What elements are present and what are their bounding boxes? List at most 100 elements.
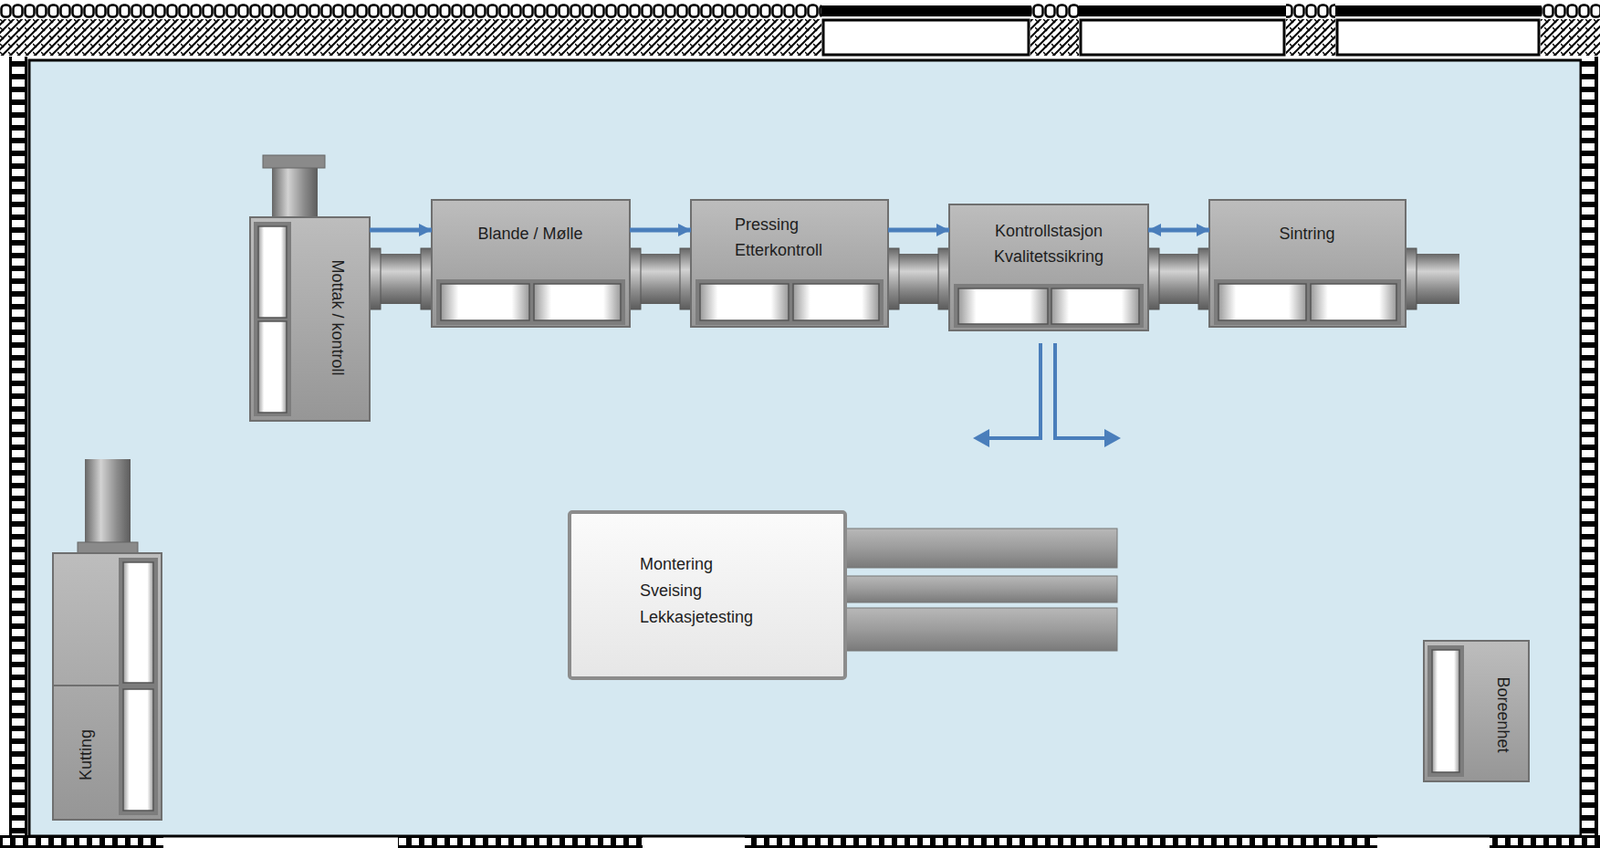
machine-label: Montering Sveising Lekkasjetesting (639, 551, 753, 630)
machine-box: Kontrollstasjon Kvalitetssikring (949, 204, 1149, 331)
window (821, 5, 1031, 17)
flange (679, 248, 691, 310)
flange (629, 248, 641, 310)
panel (123, 562, 154, 683)
machine-body (569, 512, 846, 679)
machine-label: Kontrollstasjon Kvalitetssikring (993, 219, 1104, 271)
machine-label-group: Blande / Mølle (477, 221, 583, 248)
machine-label-group: Boreenhet (1489, 676, 1516, 753)
panel (258, 321, 287, 413)
assembly-bench (845, 607, 1118, 651)
flow-split (1055, 343, 1107, 439)
machine-box: Sintring (1209, 199, 1406, 327)
machine-body (690, 199, 889, 327)
machine-label-group: Pressing Etterkontroll (734, 212, 823, 264)
machine-label-group: Mottak / kontroll (324, 259, 350, 376)
machine-label-group: Sintring (1278, 221, 1335, 248)
panel-frame (253, 221, 292, 417)
panel (793, 283, 879, 321)
machine-label: Kutting (73, 729, 100, 781)
arrow-head (972, 428, 990, 448)
wall (1030, 19, 1079, 56)
flange (1405, 248, 1417, 310)
flow-split (987, 343, 1041, 439)
window (1337, 20, 1539, 55)
flow-arrow (369, 228, 432, 233)
machine-body (1209, 199, 1406, 327)
wall (1489, 835, 1600, 848)
flow-arrow (629, 228, 691, 233)
panel (1051, 288, 1140, 325)
assembly-bench (845, 575, 1118, 603)
machine-box: Blande / Mølle (431, 199, 630, 327)
machine-label: Blande / Mølle (477, 221, 583, 248)
wall (397, 835, 643, 848)
machine-body (250, 217, 370, 421)
panel (1310, 283, 1397, 321)
flange (369, 248, 381, 310)
wall (744, 835, 1378, 848)
panel-frame (1427, 645, 1465, 777)
flange (1198, 248, 1210, 310)
machine-label-group: Kontrollstasjon Kvalitetssikring (993, 219, 1104, 271)
panel (258, 226, 287, 318)
wall (1286, 19, 1336, 56)
wall (0, 19, 822, 56)
window (1078, 5, 1287, 17)
hopper (262, 155, 325, 168)
machine-box: Kutting (52, 553, 162, 820)
machine-body (431, 199, 630, 327)
wall (1540, 3, 1600, 19)
machine-label: Sintring (1278, 221, 1335, 248)
panel-frame (953, 283, 1144, 328)
wall (0, 835, 164, 848)
wall (0, 3, 822, 19)
wall (1030, 3, 1079, 19)
panel-frame (118, 557, 158, 816)
machine-box: Montering Sveising Lekkasjetesting (569, 512, 846, 679)
machine-body (52, 553, 162, 820)
panel (533, 283, 621, 321)
machine-label: Mottak / kontroll (324, 259, 350, 376)
wall (1540, 19, 1600, 56)
hopper (271, 166, 318, 220)
panel-frame (695, 279, 884, 325)
wall (9, 56, 28, 836)
panel (1218, 283, 1307, 321)
window (823, 20, 1029, 55)
flow-arrow (888, 228, 950, 233)
flange (938, 248, 950, 310)
window (1335, 5, 1541, 17)
arrow-head (1104, 428, 1121, 448)
flange (888, 248, 900, 310)
wall (1286, 3, 1336, 19)
panel-frame (436, 279, 626, 325)
flange (1148, 248, 1160, 310)
machine-body (949, 204, 1149, 331)
panel-frame (1213, 279, 1402, 325)
panel (1432, 649, 1460, 773)
panel (958, 288, 1048, 325)
machine-box: Pressing Etterkontroll (690, 199, 889, 327)
wall (1581, 56, 1599, 836)
machine-box: Mottak / kontroll (250, 217, 370, 421)
assembly-bench (845, 528, 1118, 568)
machine-box: Boreenhet (1423, 640, 1529, 782)
machine-body (1423, 640, 1529, 782)
machine-label: Pressing Etterkontroll (734, 212, 823, 264)
panel (700, 283, 789, 321)
machine-label-group: Montering Sveising Lekkasjetesting (639, 551, 753, 630)
panel (123, 689, 154, 811)
floor (29, 60, 1581, 837)
flow-arrow (1148, 228, 1210, 233)
machine-seam (52, 684, 119, 687)
machine-label-group: Kutting (73, 729, 100, 781)
hopper (84, 459, 131, 554)
window (1080, 20, 1285, 55)
machine-label: Boreenhet (1489, 676, 1516, 753)
flange (420, 248, 432, 310)
panel (440, 283, 530, 321)
